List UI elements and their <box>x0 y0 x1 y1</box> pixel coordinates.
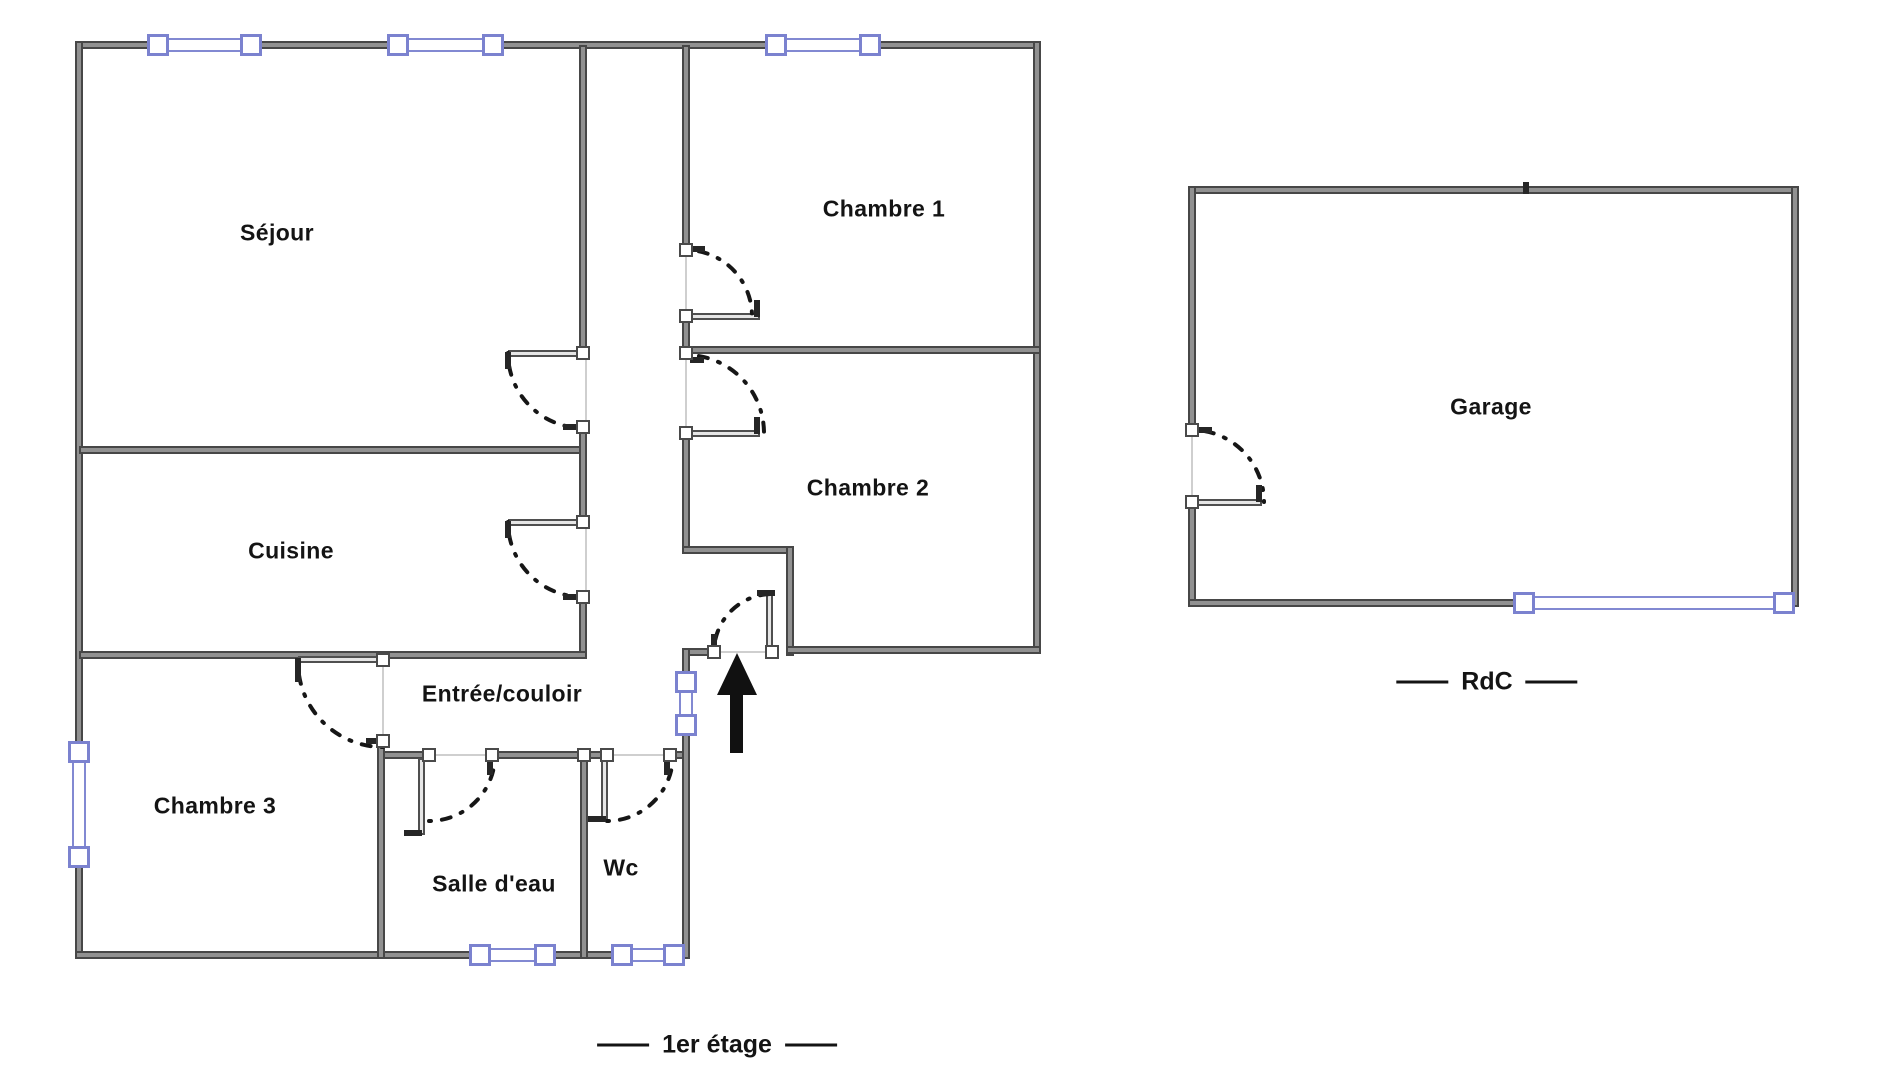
door-hinge-tick <box>711 634 717 650</box>
door-swing-arc <box>296 660 385 749</box>
door-swing-arc <box>684 248 754 318</box>
door-swing-arc <box>1190 428 1266 504</box>
door-hinge-tick <box>563 424 579 430</box>
wall-joint-node <box>576 515 590 529</box>
wall-segment <box>786 546 794 656</box>
door-hinge-tick <box>505 521 511 538</box>
entrance-arrow-icon <box>717 653 757 753</box>
window-end-square <box>469 944 491 966</box>
door-hinge-tick <box>505 352 511 369</box>
wall-joint-node <box>576 590 590 604</box>
door-hinge-tick <box>404 830 422 836</box>
door-hinge-tick <box>366 738 384 744</box>
window-end-square <box>663 944 685 966</box>
window-end-square <box>675 714 697 736</box>
door-opening <box>714 651 772 653</box>
window-symbol <box>398 38 493 52</box>
room-label-cuisine: Cuisine <box>248 537 334 564</box>
window-end-square <box>482 34 504 56</box>
door-opening <box>585 522 587 597</box>
wall-joint-node <box>765 645 779 659</box>
window-end-square <box>387 34 409 56</box>
wall-joint-node <box>679 426 693 440</box>
door-swing-arc <box>684 353 766 435</box>
caption-dash <box>1396 680 1449 684</box>
door-hinge-tick <box>1523 182 1529 194</box>
caption-dash <box>597 1043 650 1047</box>
room-label-salle-d-eau: Salle d'eau <box>432 870 556 897</box>
door-hinge-tick <box>588 816 606 822</box>
caption-text: RdC <box>1461 667 1513 696</box>
wall-joint-node <box>1185 423 1199 437</box>
window-end-square <box>675 671 697 693</box>
wall-joint-node <box>707 645 721 659</box>
wall-joint-node <box>376 653 390 667</box>
caption-dash <box>1525 680 1578 684</box>
window-end-square <box>1773 592 1795 614</box>
door-hinge-tick <box>563 594 579 600</box>
room-label-chambre-2: Chambre 2 <box>806 474 930 501</box>
room-label-garage: Garage <box>1450 393 1532 420</box>
door-hinge-tick <box>295 658 301 682</box>
floor-caption-rdc: RdC <box>1396 667 1578 697</box>
door-hinge-tick <box>1198 427 1212 433</box>
door-swing-arc <box>605 753 675 823</box>
door-hinge-tick <box>757 590 775 596</box>
door-hinge-tick <box>690 246 705 252</box>
door-hinge-tick <box>1256 485 1262 502</box>
door-hinge-tick <box>664 759 670 775</box>
window-end-square <box>765 34 787 56</box>
door-swing-arc <box>712 592 774 654</box>
floor-caption-1er-etage: 1er étage <box>597 1031 837 1060</box>
room-label-sejour: Séjour <box>240 219 314 246</box>
window-end-square <box>1513 592 1535 614</box>
window-end-square <box>859 34 881 56</box>
wall-segment <box>682 648 690 959</box>
wall-joint-node <box>576 420 590 434</box>
window-symbol <box>72 752 86 857</box>
wall-joint-node <box>376 734 390 748</box>
door-opening <box>607 754 672 756</box>
wall-joint-node <box>679 243 693 257</box>
door-opening <box>685 250 687 316</box>
window-symbol <box>776 38 870 52</box>
door-hinge-tick <box>754 417 760 434</box>
room-label-chambre-1: Chambre 1 <box>822 195 946 222</box>
window-end-square <box>68 846 90 868</box>
wall-joint-node <box>485 748 499 762</box>
door-hinge-tick <box>690 357 704 363</box>
caption-text: 1er étage <box>662 1030 772 1059</box>
door-opening <box>382 659 384 743</box>
wall-joint-node <box>600 748 614 762</box>
room-label-entree-couloir: Entrée/couloir <box>421 680 583 707</box>
door-swing-arc <box>427 753 497 823</box>
room-label-wc: Wc <box>603 854 639 881</box>
door-opening <box>1191 430 1193 502</box>
wall-joint-node <box>577 748 591 762</box>
wall-joint-node <box>679 309 693 323</box>
wall-joint-node <box>422 748 436 762</box>
wall-segment <box>786 646 1041 654</box>
door-swing-arc <box>506 520 585 599</box>
door-hinge-tick <box>754 300 760 317</box>
window-end-square <box>534 944 556 966</box>
window-symbol <box>158 38 251 52</box>
wall-segment <box>1791 186 1799 607</box>
door-hinge-tick <box>487 759 493 775</box>
door-swing-arc <box>506 351 585 430</box>
door-opening <box>429 754 492 756</box>
door-opening <box>685 355 687 433</box>
window-end-square <box>147 34 169 56</box>
door-opening <box>585 353 587 427</box>
wall-joint-node <box>576 346 590 360</box>
wall-joint-node <box>679 346 693 360</box>
caption-dash <box>784 1043 837 1047</box>
wall-joint-node <box>663 748 677 762</box>
wall-joint-node <box>1185 495 1199 509</box>
window-end-square <box>240 34 262 56</box>
window-symbol <box>1524 596 1784 610</box>
room-label-chambre-3: Chambre 3 <box>153 792 277 819</box>
window-end-square <box>611 944 633 966</box>
window-end-square <box>68 741 90 763</box>
